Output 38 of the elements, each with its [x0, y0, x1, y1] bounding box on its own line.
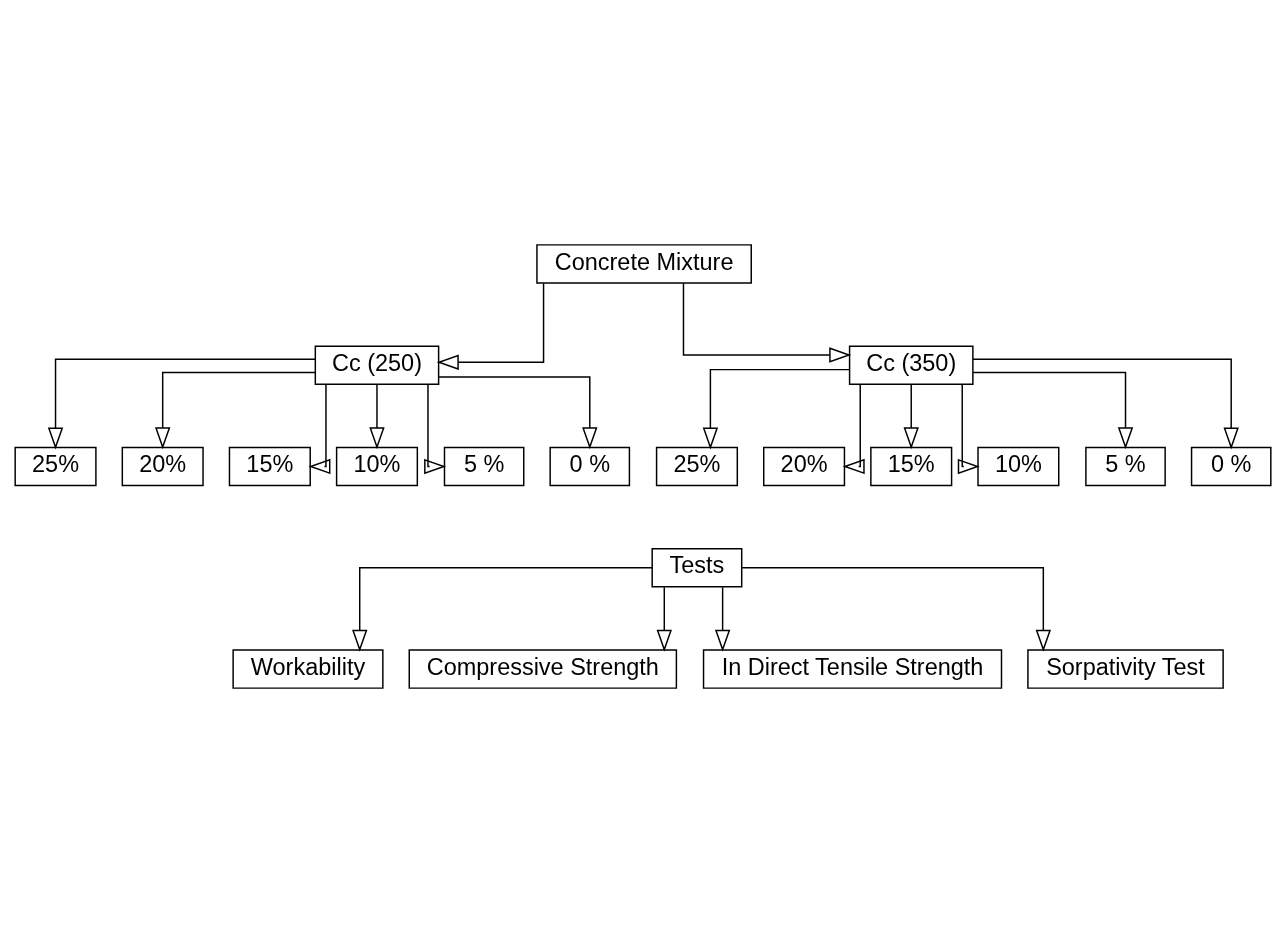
- node-box: 10%: [335, 446, 419, 486]
- node-box: 15%: [870, 446, 953, 486]
- arrow: [972, 358, 1239, 450]
- node-box: 0 %: [549, 446, 631, 486]
- node-box: 5 %: [1085, 446, 1166, 486]
- node-box: 15%: [228, 446, 311, 486]
- node-box: Concrete Mixture: [536, 243, 752, 284]
- arrow: [352, 566, 653, 652]
- arrow: [842, 383, 865, 474]
- arrow: [438, 375, 598, 449]
- arrow: [424, 383, 447, 474]
- arrow: [741, 566, 1052, 652]
- node-box: 10%: [977, 446, 1060, 486]
- node-box: 0 %: [1190, 446, 1272, 486]
- node-box: Sorpativity Test: [1027, 648, 1224, 689]
- node-box: 25%: [14, 446, 97, 486]
- node-box: 20%: [763, 446, 846, 486]
- node-box: Tests: [651, 547, 743, 588]
- arrow: [972, 371, 1134, 449]
- arrow: [369, 383, 385, 449]
- node-box: 20%: [121, 446, 204, 486]
- node-box: In Direct Tensile Strength: [702, 648, 1003, 689]
- arrow: [436, 282, 545, 370]
- arrow: [702, 368, 851, 450]
- arrow: [656, 586, 672, 652]
- node-box: Cc (250): [314, 344, 440, 385]
- arrow: [714, 586, 731, 652]
- arrow: [903, 383, 919, 449]
- arrow: [47, 358, 316, 450]
- node-box: Cc (350): [848, 344, 974, 385]
- arrow: [308, 383, 331, 474]
- node-box: 5 %: [443, 446, 525, 486]
- arrow: [682, 282, 852, 363]
- arrow: [957, 383, 980, 474]
- node-box: 25%: [655, 446, 739, 486]
- node-box: Compressive Strength: [408, 648, 678, 689]
- node-box: Workability: [232, 648, 384, 689]
- arrow: [154, 371, 316, 449]
